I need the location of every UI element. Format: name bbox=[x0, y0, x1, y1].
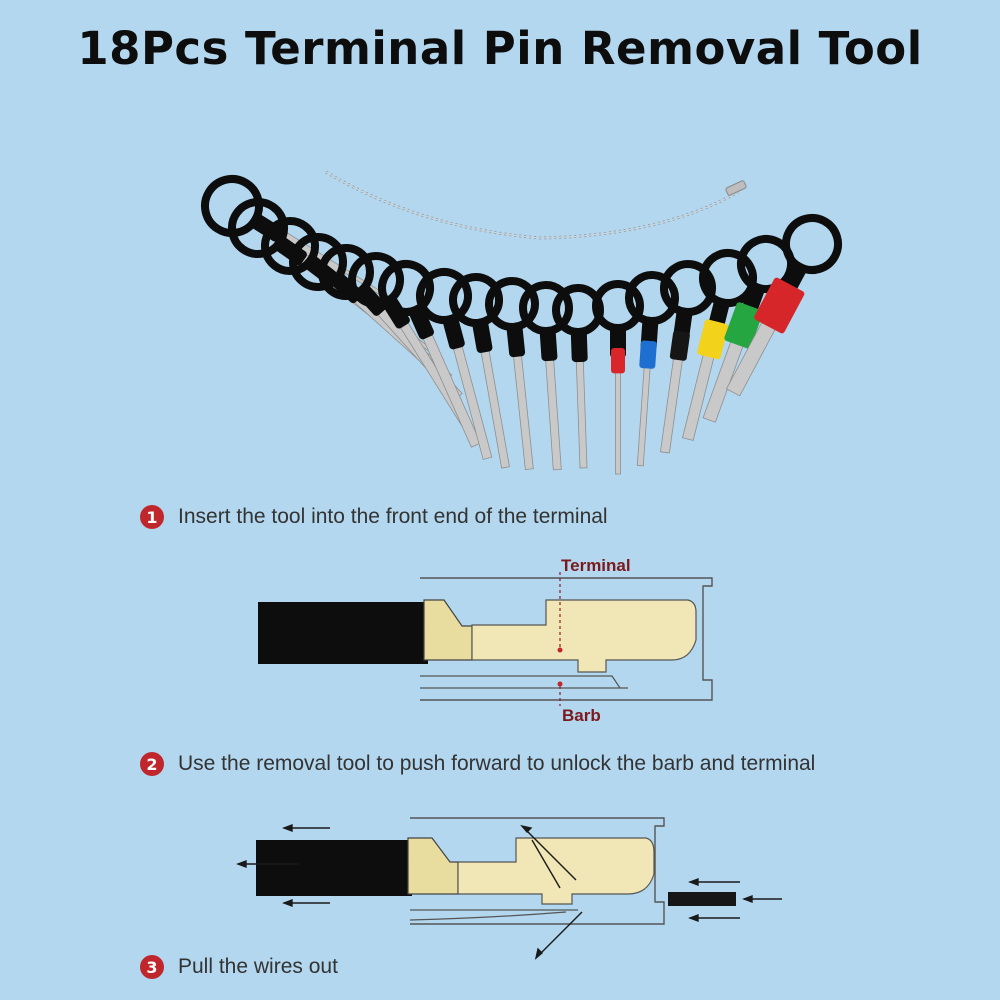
step-1: 1 Insert the tool into the front end of … bbox=[140, 505, 608, 529]
step-2-number: 2 bbox=[140, 752, 164, 776]
tool-handle bbox=[258, 602, 428, 664]
color-sleeve bbox=[611, 348, 625, 374]
removal-tool-16 bbox=[682, 249, 757, 441]
removal-tool-12 bbox=[552, 284, 604, 469]
step-3: 3 Pull the wires out bbox=[140, 955, 338, 979]
step-3-number: 3 bbox=[140, 955, 164, 979]
diagram-insert bbox=[258, 572, 713, 706]
page-title: 18Pcs Terminal Pin Removal Tool bbox=[77, 22, 923, 75]
step-3-text: Pull the wires out bbox=[178, 955, 338, 978]
removal-tool-8 bbox=[416, 268, 493, 460]
bead-chain bbox=[325, 170, 747, 240]
removal-tool-15 bbox=[659, 260, 716, 454]
color-sleeve bbox=[697, 319, 729, 360]
color-sleeve bbox=[669, 330, 690, 361]
removal-tool-13 bbox=[592, 280, 644, 475]
step-2: 2 Use the removal tool to push forward t… bbox=[140, 752, 815, 776]
terminal-shape bbox=[471, 599, 697, 673]
removal-tool-14 bbox=[625, 271, 679, 467]
removal-tool-9 bbox=[449, 273, 510, 469]
removal-tool-11 bbox=[519, 281, 573, 471]
removal-tool-17 bbox=[702, 235, 795, 423]
removal-tool-set bbox=[201, 175, 842, 475]
color-sleeve bbox=[724, 302, 763, 349]
step-1-text: Insert the tool into the front end of th… bbox=[178, 505, 608, 528]
wire bbox=[668, 892, 736, 906]
step-1-number: 1 bbox=[140, 505, 164, 529]
terminal-shape bbox=[457, 837, 655, 905]
tool-handle bbox=[256, 840, 412, 896]
color-sleeve bbox=[754, 277, 805, 334]
barb-label: Barb bbox=[562, 706, 601, 725]
step-2-text: Use the removal tool to push forward to … bbox=[178, 752, 816, 775]
diagram-unlock bbox=[236, 817, 782, 960]
color-sleeve bbox=[639, 340, 657, 369]
terminal-label: Terminal bbox=[561, 556, 631, 575]
removal-tool-18 bbox=[725, 214, 842, 397]
removal-tool-10 bbox=[485, 277, 539, 470]
